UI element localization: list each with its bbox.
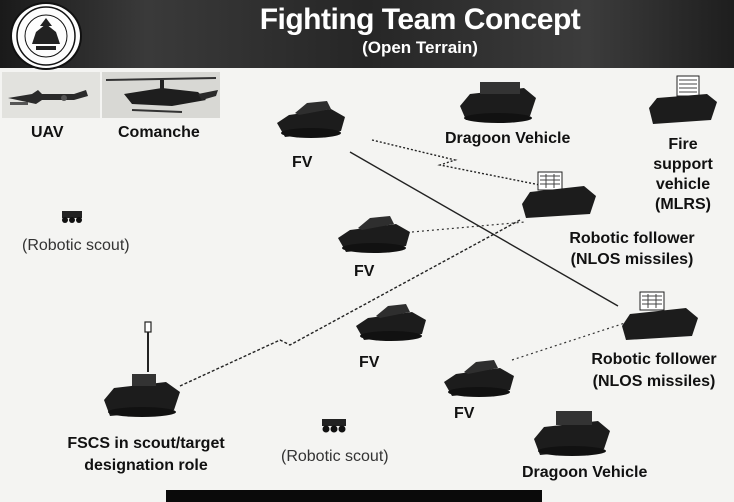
- label-fv-mid: FV: [354, 263, 375, 280]
- fv-top-vehicle-icon: [277, 101, 345, 138]
- label-fscs-b: designation role: [84, 457, 208, 474]
- link-fscs-to-follower: [179, 219, 521, 387]
- label-fv-top: FV: [292, 154, 313, 171]
- label-robotic-follower-1-b: (NLOS missiles): [570, 251, 694, 268]
- label-robotic-scout-left: (Robotic scout): [22, 237, 130, 254]
- robotic-follower-1-icon: [522, 171, 596, 218]
- label-fire-support-2: support: [653, 156, 713, 173]
- robotic-scout-bottom-icon: [322, 419, 346, 433]
- page-title: Fighting Team Concept: [259, 3, 581, 36]
- label-robotic-follower-2-a: Robotic follower: [591, 351, 717, 368]
- fscs-vehicle-icon: [104, 374, 180, 417]
- comanche-photo: [102, 72, 220, 118]
- link-fv-low-to-follower-2: [511, 321, 629, 361]
- label-fv-center: FV: [359, 354, 380, 371]
- robotic-follower-2-icon: [622, 291, 698, 340]
- title-banner: [0, 0, 734, 68]
- label-dragoon-bottom: Dragoon Vehicle: [522, 464, 648, 481]
- mlrs-vehicle-icon: [649, 75, 717, 124]
- fscs-mast-sensor: [144, 321, 152, 333]
- robotic-scout-left-icon: [62, 211, 82, 223]
- link-fv-mid-to-follower: [411, 221, 526, 233]
- label-fv-low: FV: [454, 405, 475, 422]
- label-comanche: Comanche: [118, 124, 200, 141]
- label-uav: UAV: [31, 124, 64, 141]
- label-robotic-scout-bottom: (Robotic scout): [281, 448, 389, 465]
- uav-photo: [2, 72, 100, 118]
- label-robotic-follower-2-b: (NLOS missiles): [592, 373, 716, 390]
- army-seal-icon: [10, 2, 82, 70]
- caption-bar: [166, 490, 542, 502]
- label-fire-support-3: vehicle: [655, 176, 711, 193]
- label-fscs-a: FSCS in scout/target: [67, 435, 225, 452]
- fv-low-vehicle-icon: [444, 360, 514, 397]
- fv-mid-vehicle-icon: [338, 216, 410, 253]
- dragoon-top-vehicle-icon: [460, 82, 536, 123]
- label-dragoon-top: Dragoon Vehicle: [445, 130, 571, 147]
- dragoon-bottom-vehicle-icon: [534, 411, 610, 456]
- link-fv-to-follower: [371, 139, 541, 186]
- label-fire-support-1: Fire: [668, 136, 698, 153]
- fv-center-vehicle-icon: [356, 304, 426, 341]
- page-subtitle: (Open Terrain): [362, 38, 478, 57]
- label-robotic-follower-1-a: Robotic follower: [569, 230, 695, 247]
- link-fv-to-follower-2: [349, 151, 619, 307]
- label-fire-support-4: (MLRS): [655, 196, 711, 213]
